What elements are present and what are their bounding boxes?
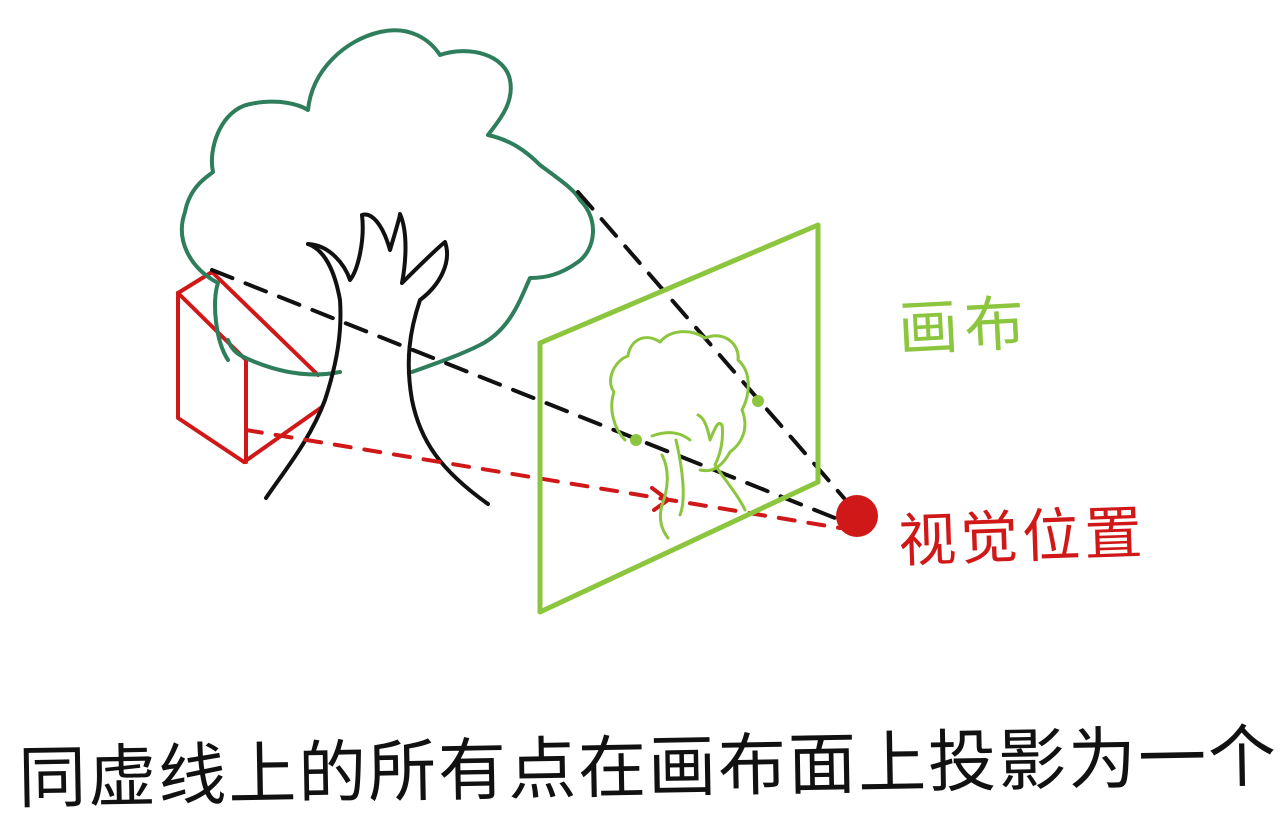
projected-point-crown xyxy=(752,395,764,407)
projected-tree xyxy=(609,330,750,540)
projected-point-upper xyxy=(630,434,642,446)
tree-crown xyxy=(179,28,595,377)
canvas-label: 画布 xyxy=(896,288,1033,366)
red-sight-line xyxy=(244,428,842,530)
sight-lines xyxy=(210,190,852,522)
sight-line-upper xyxy=(210,268,842,522)
eye-point xyxy=(836,495,878,537)
red-box xyxy=(176,270,324,464)
view-position-label: 视觉位置 xyxy=(897,498,1148,576)
sight-line-crown xyxy=(576,190,852,507)
canvas-frame xyxy=(537,222,821,615)
tree-trunk xyxy=(264,212,490,506)
